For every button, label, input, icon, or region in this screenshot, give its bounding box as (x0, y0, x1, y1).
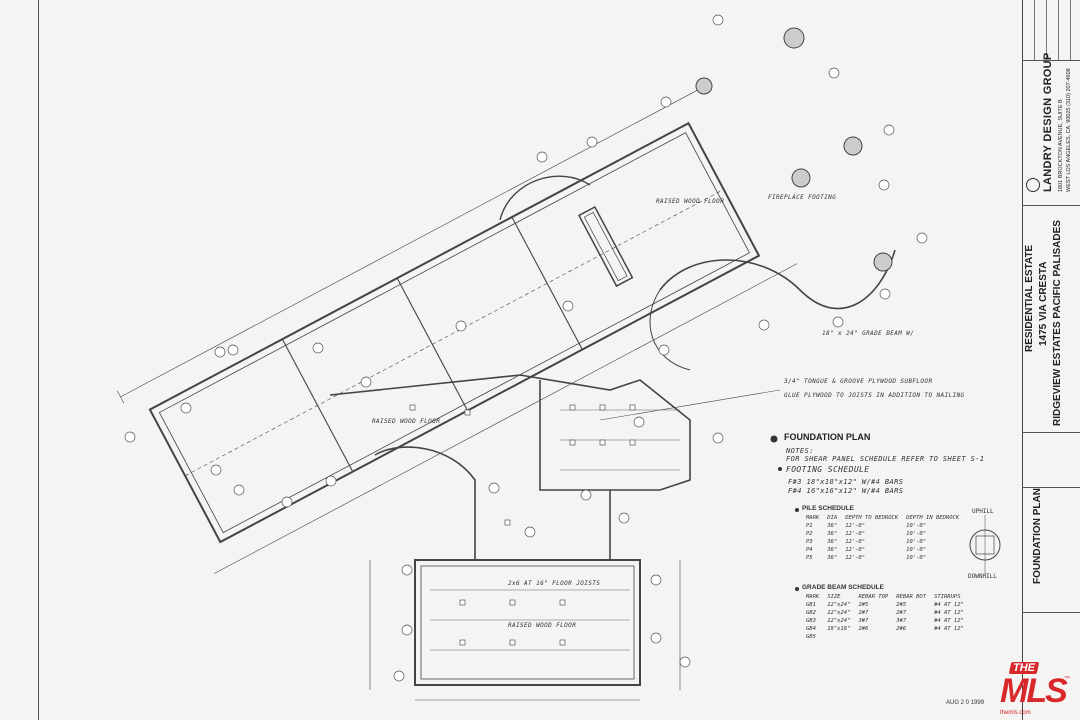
revision-column (1034, 0, 1035, 60)
pile-col-depth-in: DEPTH IN BEDROCK (906, 515, 960, 521)
title-block-rule (1022, 487, 1080, 488)
pile-schedule-table: MARK DIA DEPTH TO BEDROCK DEPTH IN BEDRO… (802, 514, 963, 562)
downhill-label: DOWNHILL (968, 573, 997, 580)
center-wing-outline (329, 374, 691, 491)
raised-floor-note: RAISED WOOD FLOOR (372, 418, 441, 425)
pile-col-dia: DIA (827, 515, 838, 521)
mls-logo-url: themls.com (1000, 710, 1031, 716)
grade-beam-schedule-table: MARK SIZE REBAR TOP REBAR BOT STIRRUPS G… (802, 593, 968, 641)
raised-floor-note: RAISED WOOD FLOOR (508, 622, 577, 629)
pile-markers (695, 27, 893, 272)
pile-detail (969, 515, 1001, 575)
gb-col-rebar-top: REBAR TOP (858, 594, 889, 600)
title-block-rule (1022, 612, 1080, 613)
table-row: GB5 (806, 634, 816, 640)
footing-markers (409, 404, 636, 646)
grade-beam-note: 18" x 24" GRADE BEAM W/ (822, 330, 915, 337)
pile-schedule-header: MARK DIA DEPTH TO BEDROCK DEPTH IN BEDRO… (802, 514, 963, 522)
gb-col-rebar-bot: REBAR BOT (896, 594, 927, 600)
title-block-border (1022, 0, 1023, 720)
curved-terrace-edge (659, 249, 896, 310)
shear-panel-note: FOR SHEAR PANEL SCHEDULE REFER TO SHEET … (786, 455, 985, 463)
title-block-rule (1022, 432, 1080, 433)
trademark-icon: ™ (1064, 676, 1070, 682)
lower-wing-outline (414, 559, 641, 686)
foundation-plan-title: FOUNDATION PLAN (784, 432, 871, 442)
floor-joist-note: 2x6 AT 16" FLOOR JOISTS (508, 580, 601, 587)
grade-beam-header: MARK SIZE REBAR TOP REBAR BOT STIRRUPS (802, 593, 968, 601)
gb-col-stirrups: STIRRUPS (934, 594, 961, 600)
mls-logo-word: MLS (1000, 672, 1068, 710)
revision-column (1046, 0, 1047, 60)
grade-beam-schedule-bullet (795, 587, 799, 591)
grid-callout-markers (124, 14, 928, 682)
footing-f3: F#3 18"x18"x12" W/#4 BARS (788, 478, 904, 486)
footing-schedule-bullet (778, 467, 782, 471)
footing-f4: F#4 16"x16"x12" W/#4 BARS (788, 487, 904, 495)
gb-col-size: SIZE (827, 594, 841, 600)
pile-col-mark: MARK (806, 515, 820, 521)
title-block-rule (1022, 60, 1080, 61)
mls-watermark-logo: THE MLS ™ themls.com (998, 662, 1078, 718)
revision-column (1070, 0, 1071, 60)
pile-schedule-label: PILE SCHEDULE (802, 505, 855, 512)
pile-schedule-bullet (795, 508, 799, 512)
glue-note: GLUE PLYWOOD TO JOISTS IN ADDITION TO NA… (784, 392, 965, 399)
firm-logo-icon (1026, 178, 1040, 192)
legend-bullet (770, 435, 778, 443)
fireplace-footing-note: FIREPLACE FOOTING (768, 194, 837, 201)
date-stamp: AUG 2 0 1999 (946, 700, 985, 706)
gb-col-mark: MARK (806, 594, 820, 600)
notes-label: NOTES: (786, 447, 814, 455)
rotated-wing-outline (116, 80, 798, 574)
raised-floor-note: RAISED WOOD FLOOR (656, 198, 725, 205)
grade-beam-schedule-label: GRADE BEAM SCHEDULE (802, 584, 884, 591)
uphill-label: UPHILL (972, 508, 994, 515)
title-block-rule (1022, 205, 1080, 206)
footing-schedule-label: FOOTING SCHEDULE (786, 465, 870, 474)
sheet-border-left (38, 0, 39, 720)
revision-column (1058, 0, 1059, 60)
pile-col-depth-to: DEPTH TO BEDROCK (845, 515, 899, 521)
subfloor-note: 3/4" TONGUE & GROOVE PLYWOOD SUBFLOOR (784, 378, 933, 385)
